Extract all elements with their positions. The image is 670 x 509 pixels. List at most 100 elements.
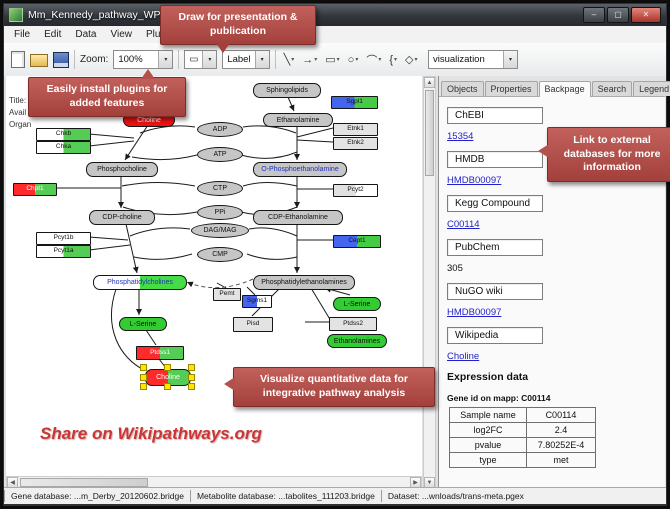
minimize-button[interactable]: – bbox=[583, 7, 605, 23]
datanode-template-dropdown[interactable]: ▭ ▾ bbox=[184, 50, 218, 69]
callout-text: Link to external databases for more info… bbox=[563, 134, 661, 174]
pathway-node-chkb[interactable]: Chkb bbox=[36, 128, 91, 141]
save-file-button[interactable] bbox=[53, 51, 69, 68]
chevron-down-icon: ▾ bbox=[355, 57, 359, 63]
chevron-down-icon: ▾ bbox=[503, 51, 517, 68]
pathway-node-o-phosphoethanolamine[interactable]: O-Phosphoethanolamine bbox=[253, 162, 347, 177]
pathway-node-ppi[interactable]: PPi bbox=[197, 205, 243, 220]
pathway-node-l-serine[interactable]: L-Serine bbox=[333, 297, 381, 311]
selection-handle[interactable] bbox=[188, 364, 195, 371]
pathway-node-ethanolamines[interactable]: Ethanolamines bbox=[327, 334, 387, 348]
arc-tool[interactable]: ⌒▾ bbox=[363, 49, 384, 70]
pathway-node-sgms1[interactable]: Sgms1 bbox=[242, 295, 272, 308]
chevron-down-icon: ▾ bbox=[314, 57, 318, 63]
selection-handle[interactable] bbox=[188, 373, 195, 381]
line-tool[interactable]: ╲▾ bbox=[281, 49, 298, 70]
open-file-button[interactable] bbox=[30, 54, 48, 67]
brace-tool[interactable]: {▾ bbox=[386, 49, 400, 70]
vertical-scrollbar[interactable]: ▲ ▼ bbox=[423, 76, 436, 489]
expr-cell-value: 7.80252E-4 bbox=[526, 437, 596, 453]
pathway-node-phosphocholine[interactable]: Phosphocholine bbox=[86, 162, 158, 177]
pathway-node-etnk1[interactable]: Etnk1 bbox=[333, 123, 378, 136]
wikipedia-value[interactable]: Choline bbox=[447, 351, 480, 362]
ellipse-tool[interactable]: ○▾ bbox=[345, 49, 362, 70]
pathway-node-etnk2[interactable]: Etnk2 bbox=[333, 137, 378, 150]
pathway-node-phosphatidylethanolamines[interactable]: Phosphatidylethanolamines bbox=[253, 275, 355, 290]
toolbar-separator bbox=[274, 50, 276, 69]
pathway-node-ethanolamine[interactable]: Ethanolamine bbox=[263, 113, 333, 127]
horizontal-scroll-thumb[interactable] bbox=[20, 478, 148, 487]
nugo-wiki-value[interactable]: HMDB00097 bbox=[447, 307, 502, 318]
chebi-value[interactable]: 15354 bbox=[447, 131, 474, 142]
callout-install-plugins: Easily install plugins for added feature… bbox=[28, 69, 186, 117]
pathway-node-pcyt1a[interactable]: Pcyt1a bbox=[36, 245, 91, 258]
app-icon bbox=[9, 8, 23, 22]
menu-file[interactable]: File bbox=[14, 29, 31, 40]
pathway-node-adp[interactable]: ADP bbox=[197, 122, 243, 137]
pathway-node-sgpl1[interactable]: Sgpl1 bbox=[331, 96, 378, 109]
new-file-button[interactable] bbox=[11, 51, 25, 68]
maximize-button[interactable]: ▢ bbox=[607, 7, 629, 23]
pathway-node-pisd[interactable]: Pisd bbox=[233, 317, 273, 332]
pathway-node-sphingolipids[interactable]: Sphingolipids bbox=[253, 83, 321, 98]
menu-data[interactable]: Data bbox=[75, 29, 97, 40]
selection-handle[interactable] bbox=[140, 383, 147, 390]
menu-view[interactable]: View bbox=[110, 29, 132, 40]
pathway-node-ptdss1[interactable]: Ptdss1 bbox=[136, 346, 184, 360]
menubar: FileEditDataViewPluginsHelp bbox=[4, 26, 666, 44]
pathway-node-chpt1[interactable]: Chpt1 bbox=[13, 183, 57, 196]
pathway-node-cmp[interactable]: CMP bbox=[197, 247, 243, 262]
arrow-tool[interactable]: →▾ bbox=[299, 49, 320, 70]
callout-draw-presentation: Draw for presentation & publication bbox=[160, 5, 316, 53]
tab-backpage[interactable]: Backpage bbox=[538, 81, 591, 97]
tab-search[interactable]: Search bbox=[591, 81, 633, 96]
pathway-node-chka[interactable]: Chka bbox=[36, 141, 91, 154]
rectangle-tool[interactable]: ▭▾ bbox=[322, 49, 342, 70]
pathway-node-cept1[interactable]: Cept1 bbox=[333, 235, 381, 248]
selection-handle[interactable] bbox=[188, 383, 195, 390]
label-tool-dropdown[interactable]: Label ▾ bbox=[222, 50, 270, 69]
tab-legend[interactable]: Legend bbox=[633, 81, 670, 96]
selection-handle[interactable] bbox=[164, 383, 171, 390]
statusbar: Gene database: ...m_Derby_20120602.bridg… bbox=[4, 487, 666, 504]
zoom-dropdown[interactable]: 100% ▾ bbox=[113, 50, 174, 69]
hmdb-value[interactable]: HMDB00097 bbox=[447, 175, 502, 186]
pathway-node-dag-mag[interactable]: DAG/MAG bbox=[191, 223, 249, 238]
kegg-compound-value[interactable]: C00114 bbox=[447, 219, 480, 230]
toolbar: Zoom: 100% ▾ ▭ ▾ Label ▾ ╲▾→▾▭▾○▾⌒▾{▾◇▾ … bbox=[4, 43, 666, 77]
pathway-node-pcyt2[interactable]: Pcyt2 bbox=[333, 184, 378, 197]
canvas-side-label: Organ bbox=[9, 120, 32, 129]
pathway-node-pcyt1b[interactable]: Pcyt1b bbox=[36, 232, 91, 245]
menu-edit[interactable]: Edit bbox=[44, 29, 62, 40]
wikipedia-header: Wikipedia bbox=[447, 327, 543, 344]
pathway-node-cdp-ethanolamine[interactable]: CDP-Ethanolamine bbox=[253, 210, 343, 225]
pathway-node-l-serine[interactable]: L-Serine bbox=[119, 317, 167, 331]
pathway-node-ptdss2[interactable]: Ptdss2 bbox=[329, 317, 377, 331]
selection-handle[interactable] bbox=[140, 373, 147, 381]
shape-tool[interactable]: ◇▾ bbox=[402, 49, 420, 70]
pathway-node-phosphatidylcholines[interactable]: Phosphatidylcholines bbox=[93, 275, 187, 290]
horizontal-scrollbar[interactable]: ◀ ▶ bbox=[6, 476, 422, 489]
rectangle-tool-glyph: ▭ bbox=[325, 54, 336, 66]
selection-handle[interactable] bbox=[164, 364, 171, 371]
pathway-node-pemt[interactable]: Pemt bbox=[213, 288, 241, 301]
visualization-dropdown[interactable]: visualization ▾ bbox=[428, 50, 518, 69]
tab-objects[interactable]: Objects bbox=[441, 81, 484, 96]
status-segment: Metabolite database: ...tabolites_111203… bbox=[189, 490, 381, 502]
scroll-up-button[interactable]: ▲ bbox=[424, 77, 435, 88]
close-button[interactable]: ✕ bbox=[631, 7, 661, 23]
callout-external-databases: Link to external databases for more info… bbox=[538, 127, 670, 182]
pathway-node-atp[interactable]: ATP bbox=[197, 147, 243, 162]
tab-properties[interactable]: Properties bbox=[484, 81, 538, 96]
selection-handle[interactable] bbox=[140, 364, 147, 371]
vertical-scroll-thumb[interactable] bbox=[425, 90, 434, 176]
pathway-node-cdp-choline[interactable]: CDP-choline bbox=[89, 210, 155, 225]
pathway-node-ctp[interactable]: CTP bbox=[197, 181, 243, 196]
arc-tool-glyph: ⌒ bbox=[366, 54, 378, 67]
expr-cell-key: type bbox=[449, 452, 527, 468]
